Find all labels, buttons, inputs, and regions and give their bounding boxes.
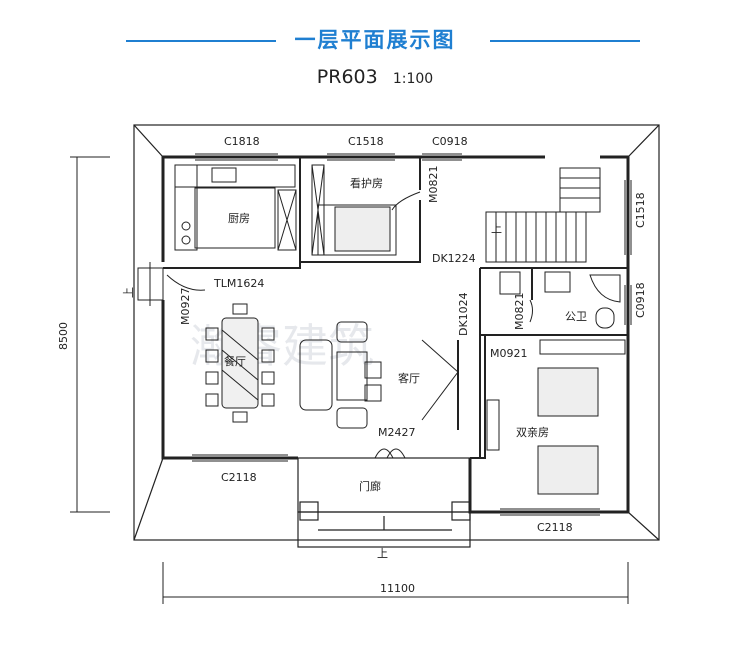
kitchen-fixtures [174,164,297,251]
room-caretaker: 看护房 [350,176,383,190]
stair-marker-side: 上 [122,287,135,298]
window-openings [192,153,632,516]
watermark: 瀚睿建筑 [190,319,374,373]
door-tlm1624: TLM1624 [213,277,264,290]
door-dk1024: DK1024 [457,292,470,336]
door-swings [166,191,533,459]
plan-code: PR603 [316,66,378,88]
porch [297,457,471,548]
plan-scale: 1:100 [392,71,434,87]
double-bedroom-furniture [486,339,626,495]
door-m0821-a: M0821 [427,166,440,204]
door-m0921: M0921 [490,347,528,360]
roof-outline [133,124,660,541]
door-m0927: M0927 [179,288,192,326]
title-line-left [126,40,276,42]
door-dk1224: DK1224 [432,252,476,265]
bathroom-fixtures [499,271,621,329]
room-dining: 餐厅 [224,354,246,368]
plan-id: PR603 1:100 [0,66,750,88]
stair-marker-entry: 上 [377,547,388,560]
dining-set [205,303,275,423]
dimension-width: 11100 [380,582,415,595]
title-row: 一层平面展示图 [0,24,750,56]
living-diagonal [421,339,459,421]
stair [485,167,601,263]
window-c2118-right: C2118 [537,521,573,534]
window-c2118-left: C2118 [221,471,257,484]
window-c0918-top: C0918 [432,135,468,148]
door-m2427: M2427 [378,426,416,439]
side-entry [137,262,164,306]
living-sofa [299,321,382,429]
room-porch: 门廊 [359,479,381,493]
caretaker-furniture [311,164,397,256]
stair-marker-upper: 上 [491,222,502,235]
interior-walls [163,157,628,459]
dimension-lines [70,156,629,604]
room-double-bedroom: 双亲房 [516,425,549,439]
title-line-right [490,40,640,42]
page-title: 一层平面展示图 [294,28,456,52]
window-c1518-right: C1518 [634,192,647,228]
window-c1518-top: C1518 [348,135,384,148]
window-c1818: C1818 [224,135,260,148]
window-c0918-right: C0918 [634,282,647,318]
dimension-depth: 8500 [57,322,70,350]
door-m0821-b: M0821 [513,293,526,331]
room-kitchen: 厨房 [228,212,250,225]
room-bathroom: 公卫 [565,310,587,323]
room-living: 客厅 [398,371,420,385]
